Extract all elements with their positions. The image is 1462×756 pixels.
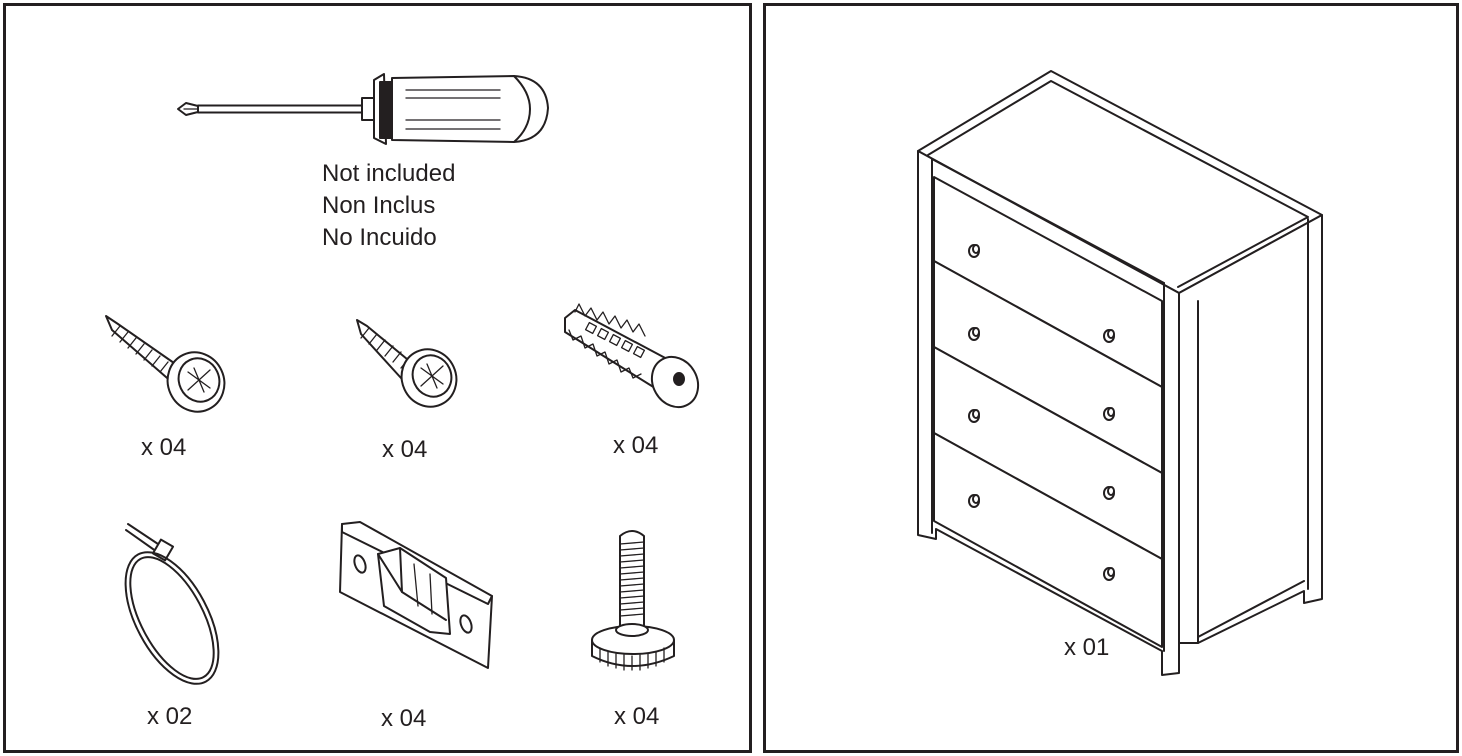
product-panel: x 01 <box>763 3 1459 753</box>
note-line-fr: Non Inclus <box>322 192 436 219</box>
note-line-es: No Incuido <box>322 224 437 251</box>
qty-label: x 04 <box>613 432 659 459</box>
qty-label: x 04 <box>614 703 660 730</box>
wall-anchor-icon <box>564 303 700 409</box>
long-wood-screw-icon <box>105 315 226 413</box>
phillips-screwdriver-icon <box>177 73 549 145</box>
qty-label: x 01 <box>1064 634 1110 661</box>
qty-label: x 02 <box>147 703 193 730</box>
short-wood-screw-icon <box>356 319 458 408</box>
qty-label: x 04 <box>382 436 428 463</box>
four-drawer-chest-icon <box>917 70 1323 676</box>
qty-label: x 04 <box>381 705 427 732</box>
cable-tie-icon <box>124 523 220 685</box>
leveling-foot-icon <box>591 530 675 671</box>
hardware-panel: Not included Non Inclus No Incuido x 04 … <box>3 3 752 753</box>
note-line-en: Not included <box>322 160 456 187</box>
not-included-note: Not included Non Inclus No Incuido <box>322 158 455 254</box>
qty-label: x 04 <box>141 434 187 461</box>
drawer-catch-plate-icon <box>339 521 493 669</box>
